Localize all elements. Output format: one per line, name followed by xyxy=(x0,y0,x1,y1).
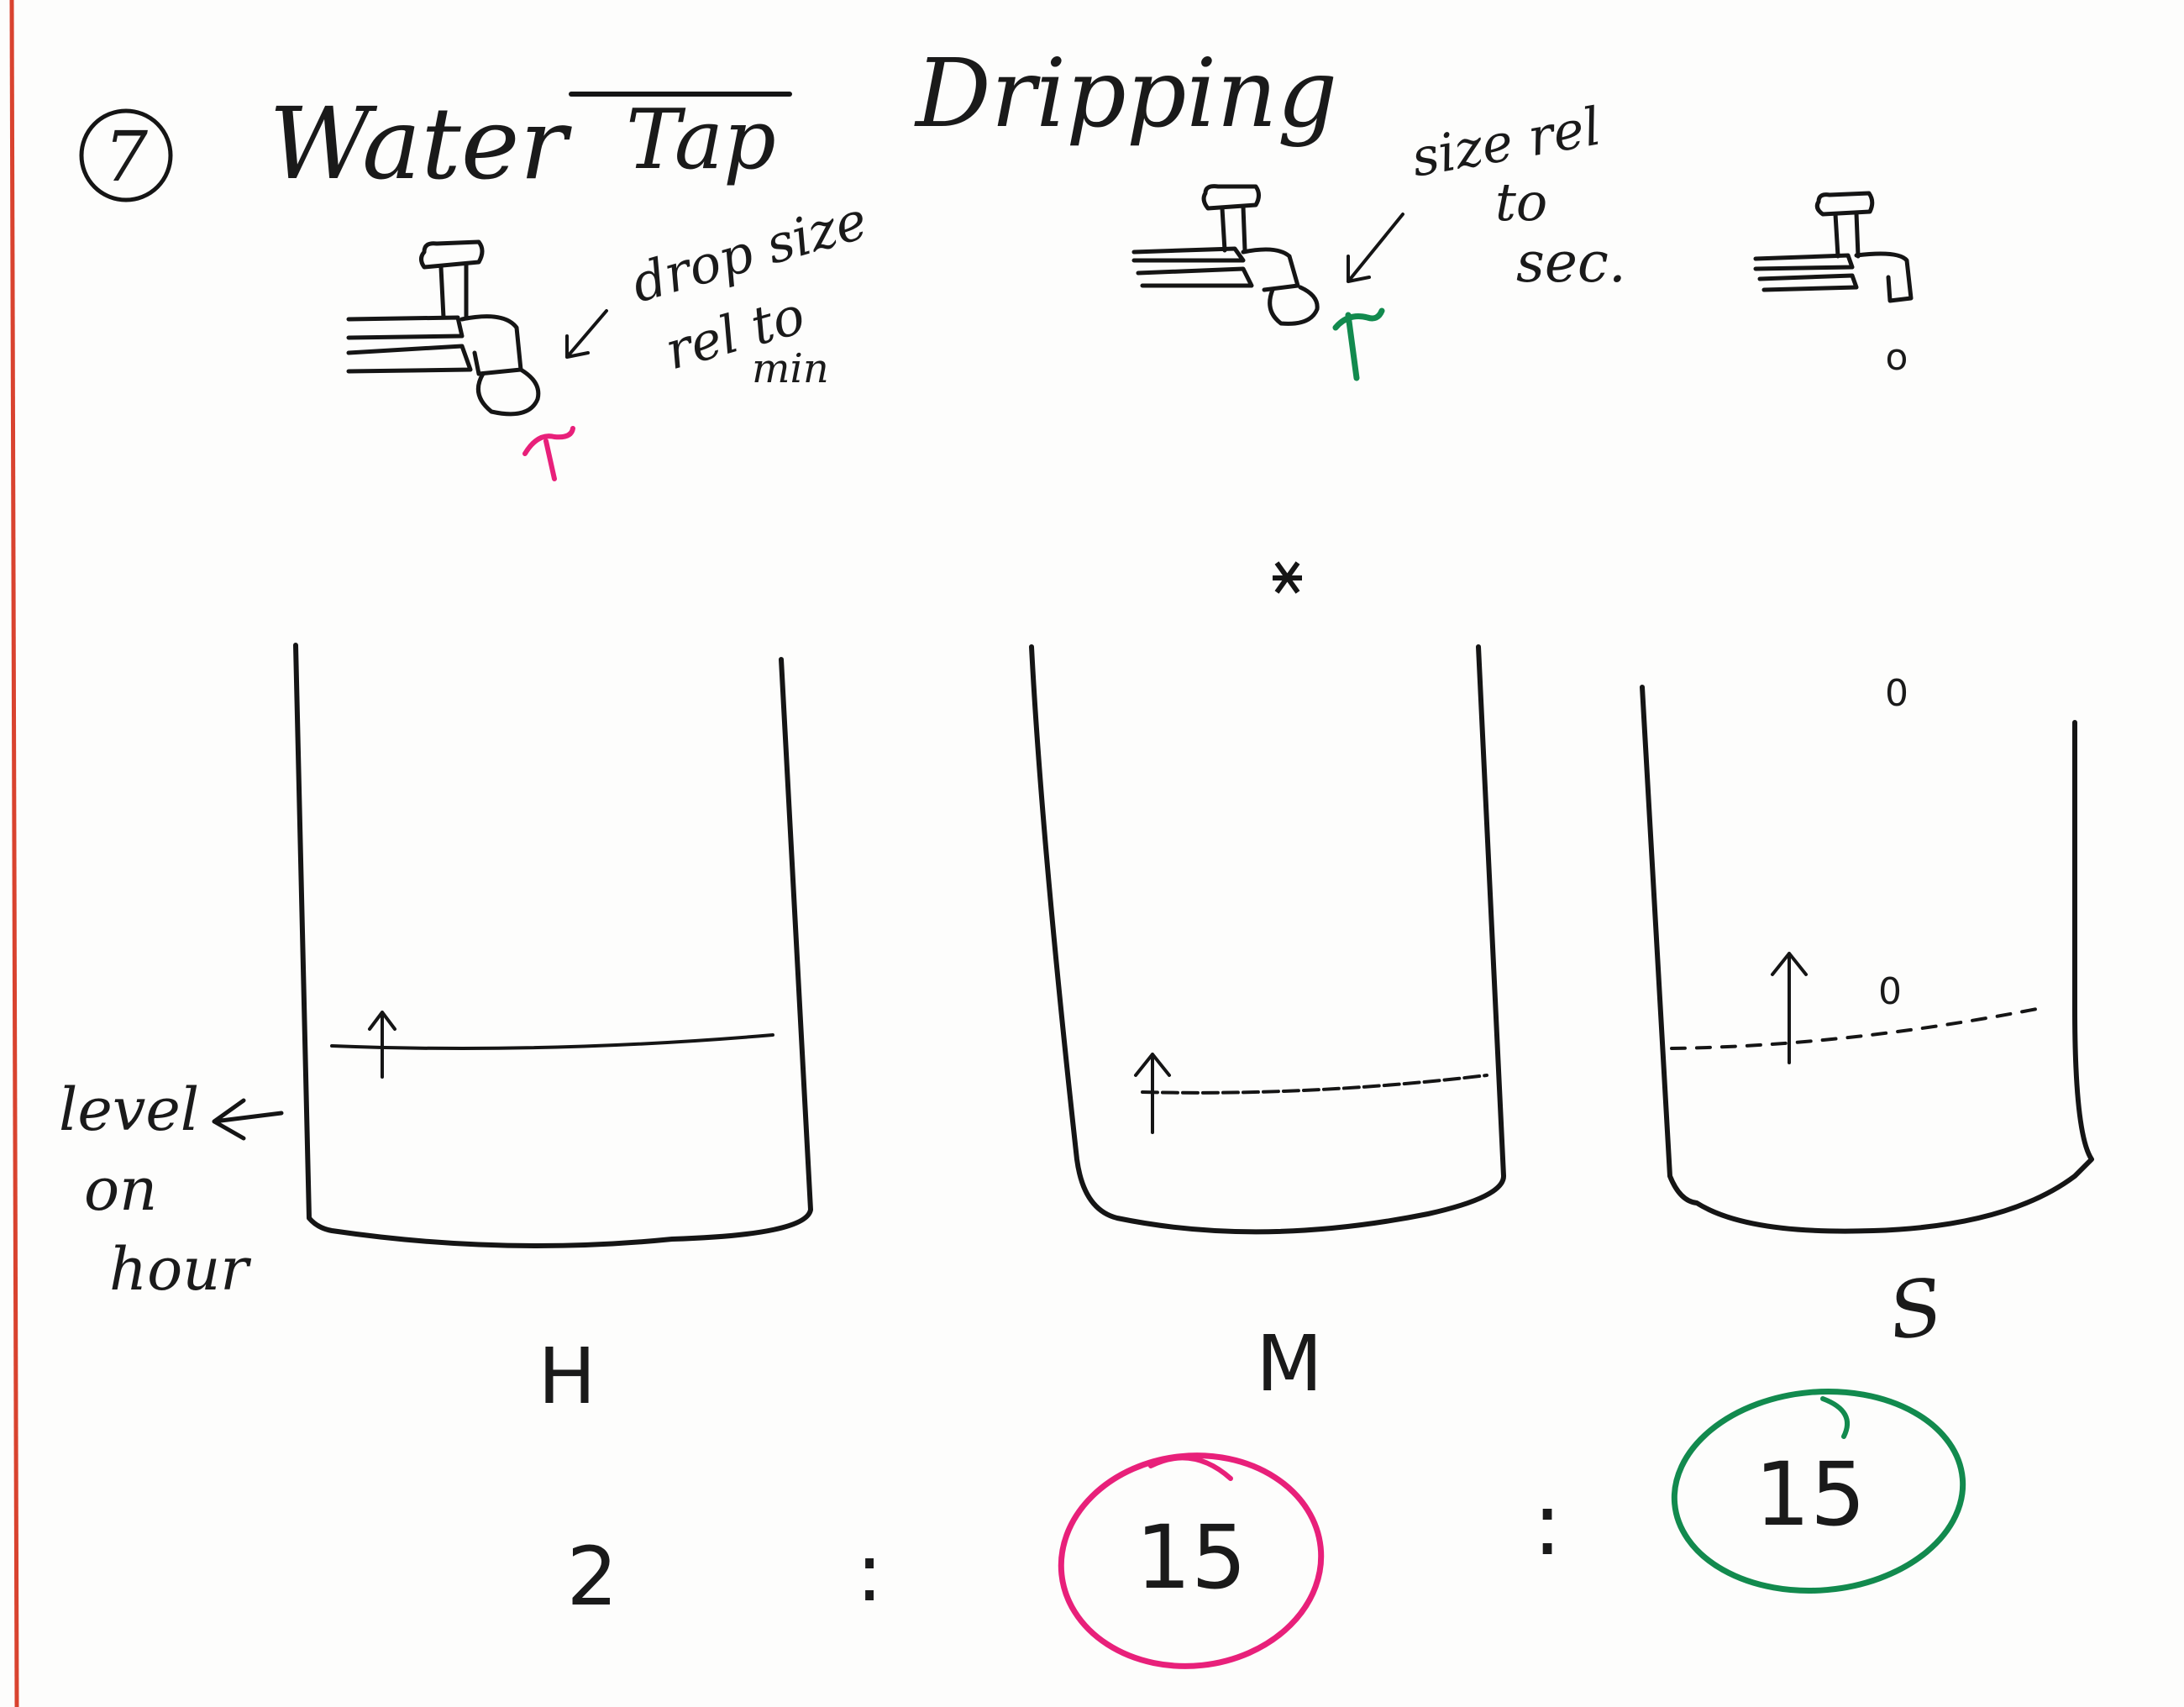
container-hour: level on hour xyxy=(59,643,813,1304)
pink-drop-mark xyxy=(522,426,575,481)
title-number: 7 xyxy=(104,118,149,197)
margin-line xyxy=(9,0,19,1707)
ratio-separator-2: : xyxy=(1532,1473,1562,1575)
level-arrow-minute xyxy=(1134,1053,1171,1134)
ratio-hour: 2 xyxy=(566,1530,617,1624)
title-number-circle xyxy=(79,108,173,202)
ratio-separator-1: : xyxy=(856,1526,883,1620)
falling-drop-2: 0 xyxy=(1878,970,1902,1013)
tap-hour: drop size rel to min xyxy=(346,189,874,481)
side-note-arrow xyxy=(212,1098,284,1141)
label-minute: M xyxy=(1256,1319,1322,1409)
tap-hour-note-line-3: min xyxy=(752,345,829,392)
title-word-dripping: Dripping xyxy=(914,39,1337,149)
tap-second-drop: o xyxy=(1886,336,1908,379)
note-arrow-minute xyxy=(1347,213,1404,283)
label-hour: H xyxy=(538,1331,596,1421)
tap-second: o xyxy=(1753,191,1914,379)
green-circle xyxy=(1671,1388,1966,1594)
level-line-minute xyxy=(1141,1074,1488,1095)
container-minute xyxy=(1029,644,1506,1235)
level-line-hour xyxy=(330,1033,774,1051)
green-circle-hook xyxy=(1820,1396,1850,1439)
title-word-water: Water xyxy=(269,86,573,202)
side-note-line-1: level xyxy=(59,1075,199,1144)
note-arrow-hour xyxy=(565,309,608,359)
label-second: S xyxy=(1883,1261,1948,1358)
pink-circle-hook xyxy=(1148,1455,1233,1481)
ratio-minute: 15 xyxy=(1136,1506,1247,1609)
side-note-line-2: on xyxy=(84,1155,157,1224)
level-arrow-hour xyxy=(368,1011,396,1079)
title: 7 Water Tap Dripping xyxy=(79,39,1337,202)
side-note-line-3: hour xyxy=(109,1235,251,1304)
falling-drop-1: 0 xyxy=(1885,672,1908,715)
title-struck-word: Tap xyxy=(626,92,776,188)
green-drop-mark xyxy=(1332,307,1385,381)
tap-hour-note-line-1: drop size xyxy=(625,189,874,314)
ink-smudge xyxy=(1273,561,1302,594)
ratio-second: 15 xyxy=(1755,1443,1866,1546)
tap-minute-note-line-3: sec. xyxy=(1516,230,1626,295)
container-second: 0 0 xyxy=(1640,672,2094,1234)
tap-minute-note-line-2: to xyxy=(1495,171,1547,233)
level-arrow-second xyxy=(1771,952,1808,1064)
level-line-second xyxy=(1670,1006,2043,1050)
